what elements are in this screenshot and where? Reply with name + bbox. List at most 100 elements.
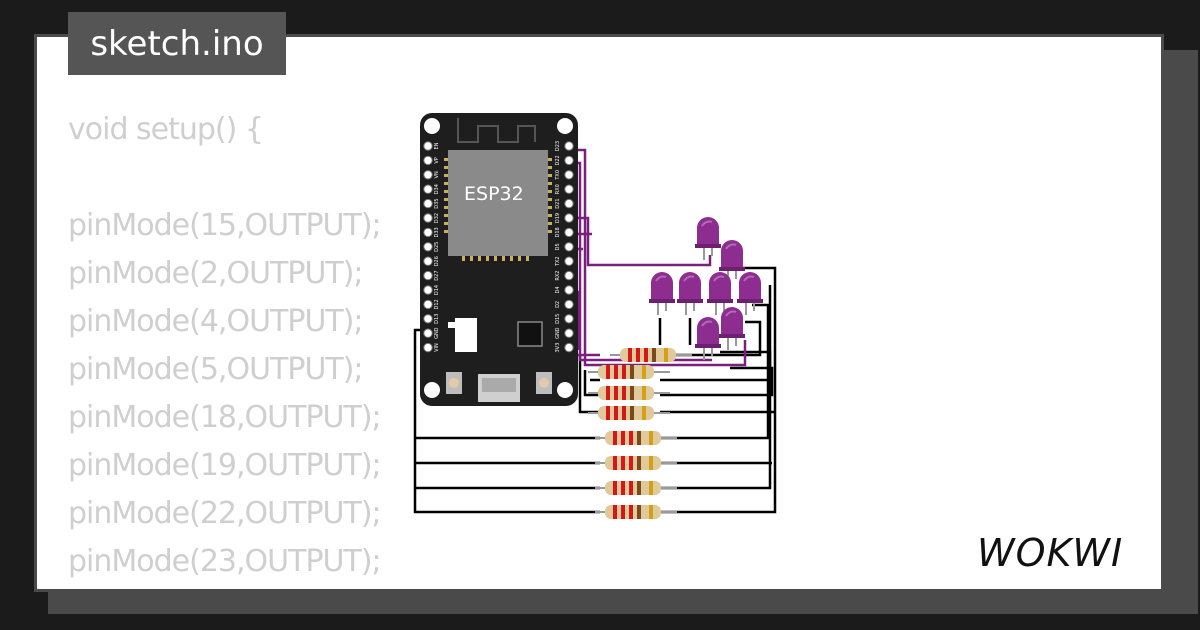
pin-hole	[423, 184, 433, 194]
file-tab-label: sketch.ino	[90, 23, 264, 64]
pin-label: VN	[434, 171, 440, 178]
pin-label: D5	[555, 243, 561, 250]
pin-hole	[423, 314, 433, 324]
pin-label: D19	[555, 213, 561, 223]
pin-label: D25	[434, 242, 440, 252]
pin-hole	[564, 155, 574, 166]
pin-hole	[423, 198, 433, 209]
resistor	[595, 431, 677, 445]
pin-label: D27	[434, 270, 440, 280]
pin-label: VP	[434, 157, 440, 163]
pin-hole	[423, 299, 433, 310]
pin-hole	[564, 141, 574, 151]
led-cluster	[649, 217, 763, 360]
code-line: pinMode(15,OUTPUT);	[68, 208, 382, 243]
file-tab[interactable]: sketch.ino	[68, 12, 286, 75]
led	[707, 272, 733, 315]
pin-hole	[423, 213, 433, 223]
code-line: pinMode(5,OUTPUT);	[68, 352, 364, 387]
led	[737, 272, 763, 315]
wires-ground	[413, 266, 777, 514]
resistor	[588, 365, 670, 379]
pin-label: D23	[555, 141, 561, 151]
wokwi-logo-text: WOKWI	[977, 531, 1123, 575]
preview-card	[34, 34, 1164, 592]
pin-hole	[564, 299, 574, 310]
pin-label: D33	[434, 227, 440, 237]
code-line: pinMode(19,OUTPUT);	[68, 448, 382, 483]
code-preview: void setup() { pinMode(15,OUTPUT); pinMo…	[68, 106, 413, 586]
pin-label: RX0	[555, 184, 561, 194]
pin-hole	[423, 328, 433, 338]
resistor-column	[588, 348, 692, 519]
esp32-chip-label: ESP32	[464, 183, 524, 205]
esp32-board: ESP32 ENVPVND34D35D32D33D25D26D27D14D12D…	[420, 113, 578, 406]
pin-hole	[423, 285, 433, 295]
led	[695, 217, 721, 260]
pin-hole	[564, 342, 574, 353]
pin-label: D12	[434, 299, 440, 309]
pin-hole	[564, 256, 574, 266]
pin-label: D35	[434, 198, 440, 208]
pin-hole	[564, 270, 574, 281]
led	[649, 272, 675, 315]
pin-label: GND	[555, 327, 561, 339]
pin-hole	[564, 198, 574, 209]
code-line: pinMode(23,OUTPUT);	[68, 544, 382, 579]
code-line	[68, 154, 413, 202]
code-line: void setup() {	[68, 112, 264, 147]
pin-hole	[564, 242, 574, 252]
resistor	[595, 481, 677, 495]
pin-hole	[564, 227, 574, 238]
pin-label: 3V3	[555, 343, 561, 353]
led	[719, 307, 745, 350]
resistor	[588, 386, 670, 400]
pin-label: D13	[434, 314, 440, 324]
pin-hole	[423, 242, 433, 252]
led	[677, 272, 703, 315]
pin-label: D15	[555, 314, 561, 324]
pin-hole	[564, 213, 574, 223]
pin-hole	[423, 141, 433, 151]
pin-hole	[423, 170, 433, 180]
pin-hole	[564, 314, 574, 324]
pin-hole	[423, 342, 433, 353]
pin-label: D18	[555, 227, 561, 237]
wokwi-logo: WOKWI	[977, 531, 1123, 575]
pin-label: D26	[434, 256, 440, 266]
pin-hole	[564, 184, 574, 194]
code-line: pinMode(18,OUTPUT);	[68, 400, 382, 435]
wires-signal	[572, 148, 747, 367]
resistor	[595, 505, 677, 519]
pin-label: RX2	[555, 271, 561, 281]
pin-label: D2	[555, 301, 561, 308]
pin-hole	[423, 155, 433, 166]
resistor	[588, 406, 670, 420]
code-line: pinMode(22,OUTPUT);	[68, 496, 382, 531]
pin-hole	[423, 227, 433, 238]
pin-hole	[564, 328, 574, 338]
pin-label: D4	[555, 286, 561, 293]
pin-label: EN	[434, 142, 440, 149]
pin-label: D22	[555, 155, 561, 165]
pin-label: GND	[434, 327, 440, 339]
pin-label: D34	[434, 184, 440, 194]
led	[695, 317, 721, 360]
pin-label: D14	[434, 285, 440, 295]
pin-hole	[423, 270, 433, 281]
code-line: pinMode(4,OUTPUT);	[68, 304, 364, 339]
code-line: pinMode(2,OUTPUT);	[68, 256, 364, 291]
resistor	[595, 456, 677, 470]
pin-label: TX2	[555, 256, 561, 267]
circuit-diagram: ESP32 ENVPVND34D35D32D33D25D26D27D14D12D…	[413, 113, 777, 519]
pin-label: TX0	[555, 170, 561, 181]
resistor	[610, 348, 692, 362]
pin-hole	[564, 170, 574, 180]
pin-label: D32	[434, 213, 440, 223]
pin-hole	[564, 285, 574, 295]
pin-label: D21	[555, 198, 561, 208]
pin-hole	[423, 256, 433, 266]
pin-label: VIN	[434, 343, 440, 352]
